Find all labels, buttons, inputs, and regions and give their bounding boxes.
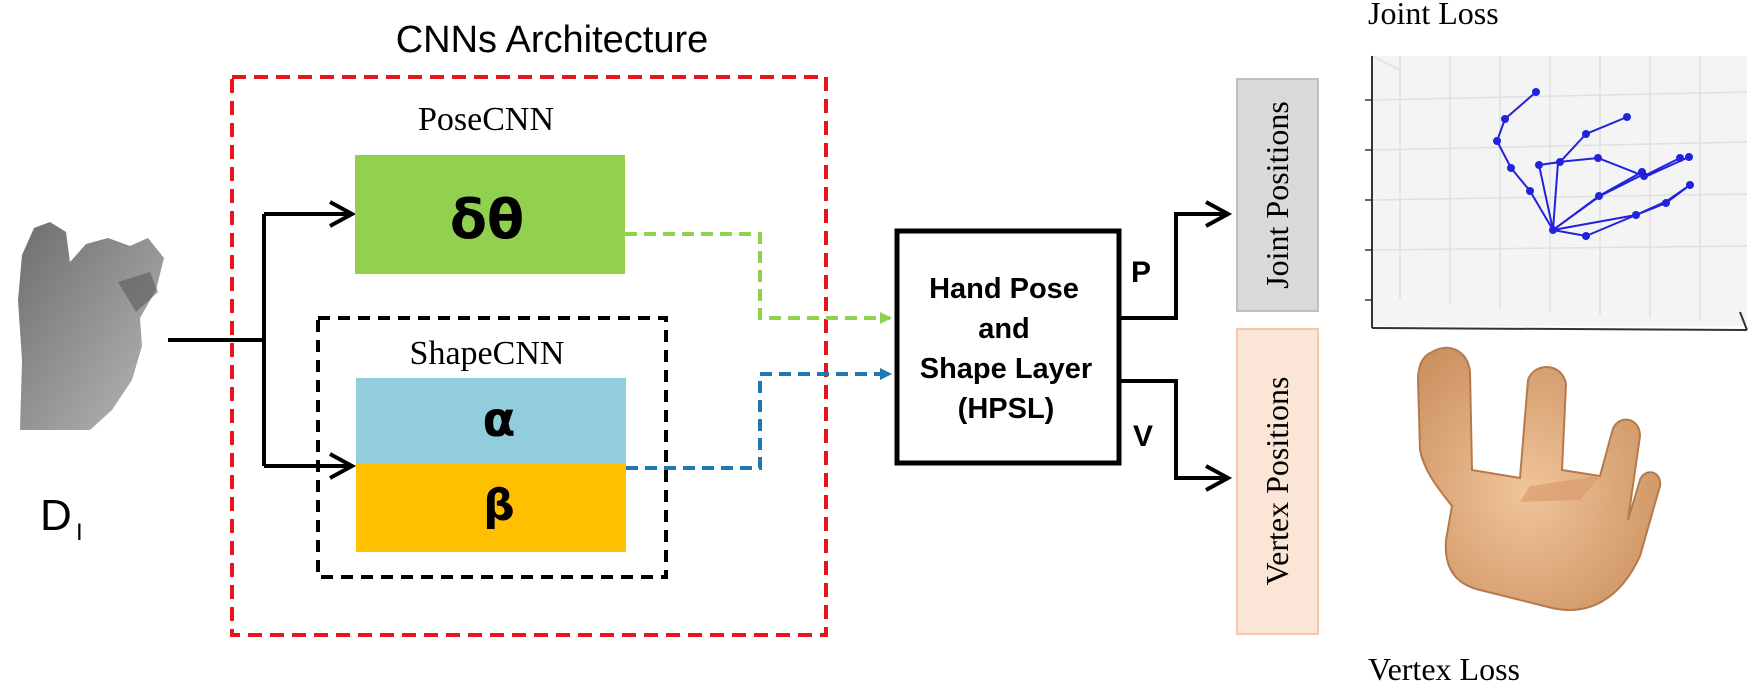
vertex-loss-hand-mesh xyxy=(1416,346,1662,611)
output-connector-lines xyxy=(1119,200,1233,492)
pose-cnn-label: PoseCNN xyxy=(418,101,554,138)
joint-positions-box xyxy=(1236,78,1319,312)
output-v-label: V xyxy=(1133,420,1153,453)
shape-to-hpsl-arrow xyxy=(626,368,892,470)
hpsl-label: Hand Pose and Shape Layer (HPSL) xyxy=(920,273,1092,425)
svg-text:Shape Layer: Shape Layer xyxy=(920,353,1092,385)
svg-text:Hand Pose: Hand Pose xyxy=(929,273,1079,305)
joint-positions-label: Joint Positions xyxy=(1259,101,1295,289)
shape-beta-box xyxy=(356,464,626,552)
pose-to-hpsl-arrow xyxy=(625,232,892,324)
svg-text:I: I xyxy=(76,519,83,546)
shape-alpha-box xyxy=(356,378,626,464)
svg-text:and: and xyxy=(978,313,1030,345)
pose-cnn-box xyxy=(355,155,625,274)
shape-cnn-container xyxy=(316,316,668,579)
vertex-positions-box xyxy=(1236,328,1319,635)
vertex-positions-label: Vertex Positions xyxy=(1259,377,1295,586)
input-label: D I xyxy=(40,491,83,546)
shape-beta-symbol: β xyxy=(483,480,515,531)
svg-text:(HPSL): (HPSL) xyxy=(958,393,1055,425)
shape-cnn-label: ShapeCNN xyxy=(410,335,565,372)
pose-delta-theta: δθ xyxy=(450,188,524,251)
diagram-title: CNNs Architecture xyxy=(396,19,709,61)
input-connector-lines xyxy=(168,200,357,480)
hpsl-box xyxy=(894,228,1122,466)
output-p-label: P xyxy=(1131,256,1151,289)
shape-alpha-symbol: α xyxy=(483,392,516,448)
cnn-architecture-container xyxy=(230,75,828,637)
svg-text:D: D xyxy=(40,491,72,540)
joint-loss-3d-plot xyxy=(1365,55,1748,331)
joint-loss-label: Joint Loss xyxy=(1368,0,1499,31)
input-depth-hand-image xyxy=(18,222,164,430)
vertex-loss-label: Vertex Loss xyxy=(1368,651,1520,686)
